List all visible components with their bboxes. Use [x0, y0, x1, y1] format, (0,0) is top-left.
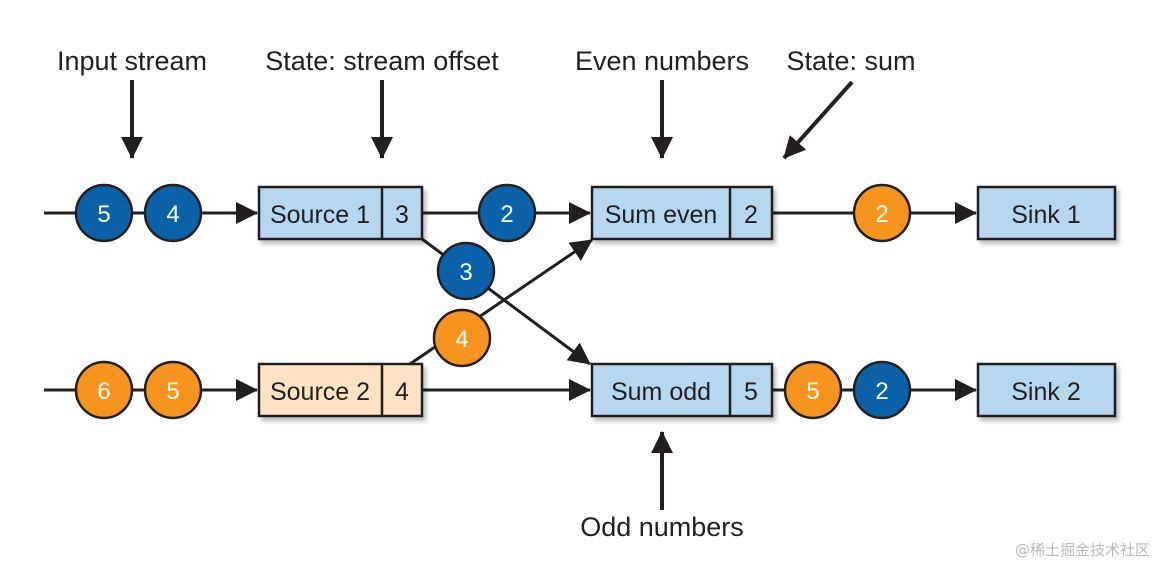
svg-text:2: 2: [875, 378, 888, 405]
token-odd-to-sink-a: 5: [783, 360, 843, 420]
label-even-numbers: Even numbers: [575, 46, 749, 76]
svg-text:5: 5: [806, 378, 819, 405]
token-in1-a: 5: [74, 183, 134, 243]
token-even-to-sink: 2: [852, 183, 912, 243]
sum-even-state: 2: [744, 201, 758, 229]
source1-state: 3: [395, 201, 409, 229]
svg-text:4: 4: [166, 201, 179, 228]
token-in1-b: 4: [143, 183, 203, 243]
token-in2-b: 5: [143, 360, 203, 420]
operator-sum-odd: Sum odd 5: [590, 362, 774, 418]
token-s2-to-even: 4: [432, 308, 492, 368]
arrow-state-sum: [782, 80, 854, 160]
token-in2-a: 6: [74, 360, 134, 420]
sink1-name: Sink 1: [1011, 201, 1080, 229]
source2-state: 4: [395, 378, 409, 406]
token-s1-to-odd: 3: [436, 241, 496, 301]
svg-text:3: 3: [459, 259, 472, 286]
svg-text:6: 6: [97, 378, 110, 405]
operator-sink1: Sink 1: [976, 185, 1117, 241]
sum-even-name: Sum even: [605, 201, 718, 229]
label-input-stream: Input stream: [57, 46, 207, 76]
sum-odd-state: 5: [744, 378, 758, 406]
operator-sum-even: Sum even 2: [590, 185, 774, 241]
label-odd-numbers: Odd numbers: [580, 512, 744, 542]
label-state-stream-offset: State: stream offset: [265, 46, 499, 76]
svg-text:2: 2: [875, 201, 888, 228]
source1-name: Source 1: [270, 201, 370, 229]
token-s1-to-even: 2: [477, 183, 537, 243]
source2-name: Source 2: [270, 378, 370, 406]
operator-source1: Source 1 3: [257, 185, 424, 241]
operator-sink2: Sink 2: [976, 362, 1117, 418]
svg-text:5: 5: [166, 378, 179, 405]
sum-odd-name: Sum odd: [611, 378, 711, 406]
token-odd-to-sink-b: 2: [852, 360, 912, 420]
label-state-sum: State: sum: [786, 46, 915, 76]
sink2-name: Sink 2: [1011, 378, 1080, 406]
svg-text:4: 4: [455, 326, 468, 353]
watermark: @稀土掘金技术社区: [1015, 541, 1150, 559]
operator-source2: Source 2 4: [257, 362, 424, 418]
svg-text:5: 5: [97, 201, 110, 228]
svg-text:2: 2: [500, 201, 513, 228]
